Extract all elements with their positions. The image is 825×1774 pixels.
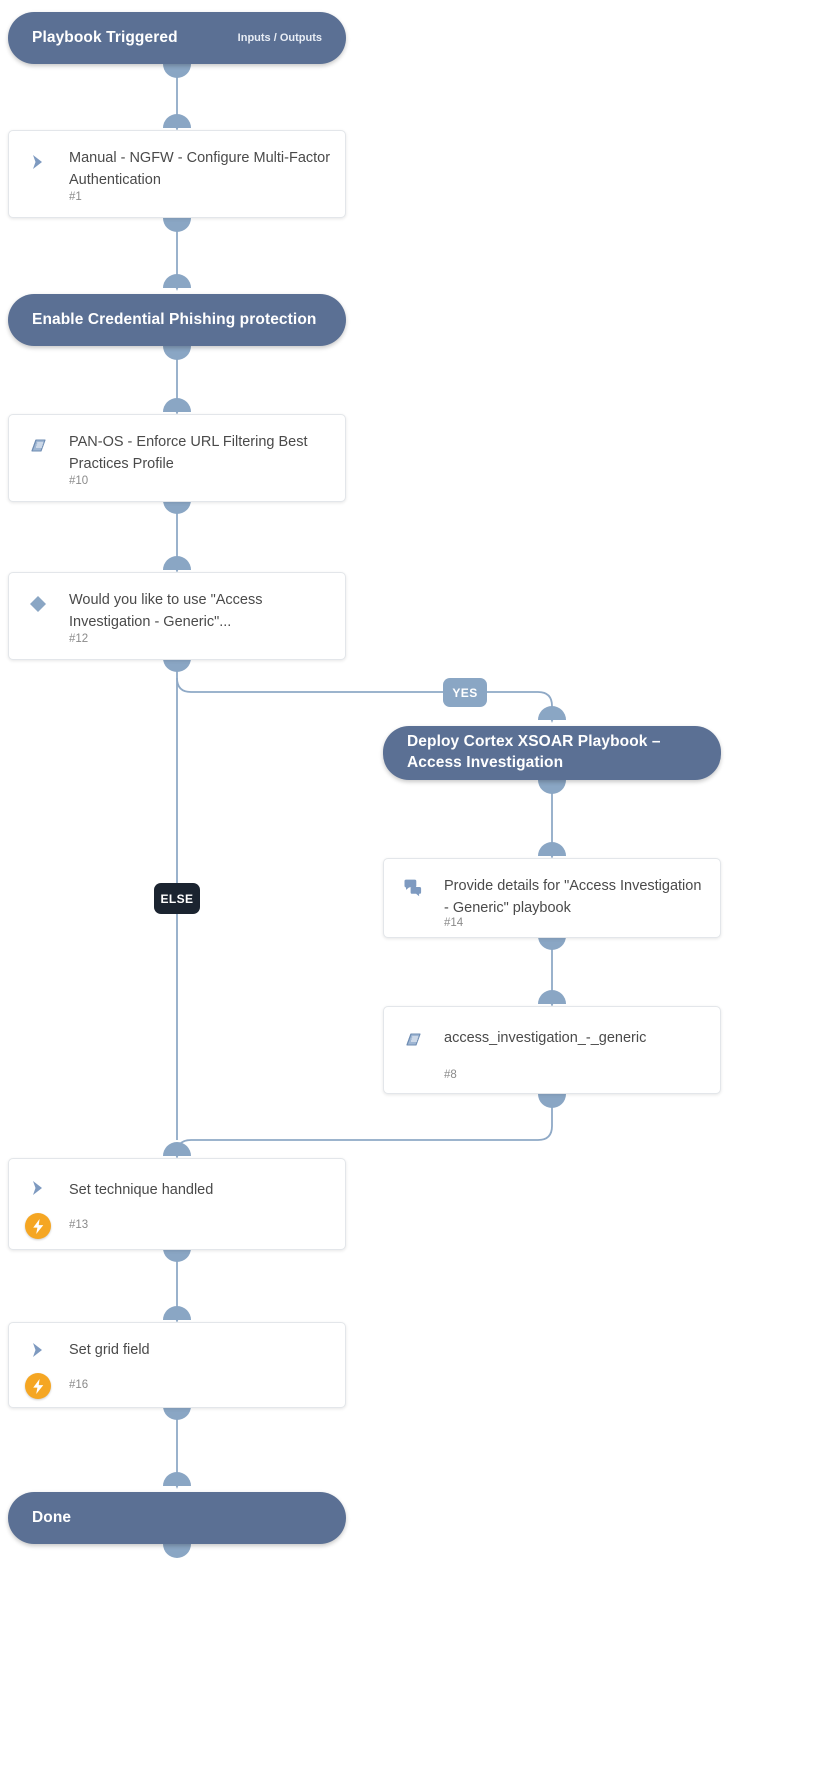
node-task-10[interactable]: PAN-OS - Enforce URL Filtering Best Prac… — [8, 414, 346, 502]
node-id: #8 — [444, 1069, 457, 1081]
branch-label-yes[interactable]: YES — [443, 678, 487, 707]
node-title: Playbook Triggered — [32, 28, 178, 46]
node-title: access_investigation_-_generic — [444, 1030, 647, 1046]
node-title: Provide details for "Access Investigatio… — [444, 878, 702, 917]
chevron-right-icon — [25, 1175, 51, 1201]
node-title: PAN-OS - Enforce URL Filtering Best Prac… — [69, 434, 308, 473]
node-task-12[interactable]: Would you like to use "Access Investigat… — [8, 572, 346, 660]
branch-label-yes-text: YES — [452, 685, 478, 700]
node-done[interactable]: Done — [8, 1492, 346, 1544]
book-icon — [400, 1027, 426, 1053]
node-title: Set technique handled — [69, 1182, 214, 1198]
node-id: #12 — [69, 633, 89, 645]
node-id: #1 — [69, 191, 82, 203]
node-title: Enable Credential Phishing protection — [32, 310, 317, 328]
chevron-right-icon — [25, 1337, 51, 1363]
node-id: #13 — [69, 1219, 89, 1231]
chevron-right-icon — [25, 149, 51, 175]
chat-bubble-icon — [400, 875, 426, 901]
node-task-1[interactable]: Manual - NGFW - Configure Multi-Factor A… — [8, 130, 346, 218]
node-id: #14 — [444, 917, 464, 929]
node-title: Would you like to use "Access Investigat… — [69, 592, 263, 631]
node-task-16[interactable]: Set grid field #16 — [8, 1322, 346, 1408]
node-id: #16 — [69, 1379, 89, 1391]
node-title: Deploy Cortex XSOAR Playbook – Access In… — [407, 733, 661, 771]
bolt-icon — [25, 1373, 51, 1399]
node-task-13[interactable]: Set technique handled #13 — [8, 1158, 346, 1250]
branch-label-else-text: ELSE — [160, 891, 194, 906]
node-section-deploy-xsoar[interactable]: Deploy Cortex XSOAR Playbook – Access In… — [383, 726, 721, 780]
node-section-credential-phishing[interactable]: Enable Credential Phishing protection — [8, 294, 346, 346]
node-task-8[interactable]: access_investigation_-_generic #8 — [383, 1006, 721, 1094]
bolt-icon — [25, 1213, 51, 1239]
diamond-icon — [25, 591, 51, 617]
node-title: Manual - NGFW - Configure Multi-Factor A… — [69, 150, 331, 189]
node-title: Done — [32, 1508, 72, 1526]
node-playbook-triggered[interactable]: Playbook Triggered Inputs / Outputs — [8, 12, 346, 64]
node-task-14[interactable]: Provide details for "Access Investigatio… — [383, 858, 721, 938]
node-id: #10 — [69, 475, 89, 487]
branch-label-else[interactable]: ELSE — [154, 883, 200, 914]
book-icon — [25, 433, 51, 459]
node-title: Set grid field — [69, 1342, 150, 1358]
inputs-outputs-link[interactable]: Inputs / Outputs — [237, 32, 322, 44]
